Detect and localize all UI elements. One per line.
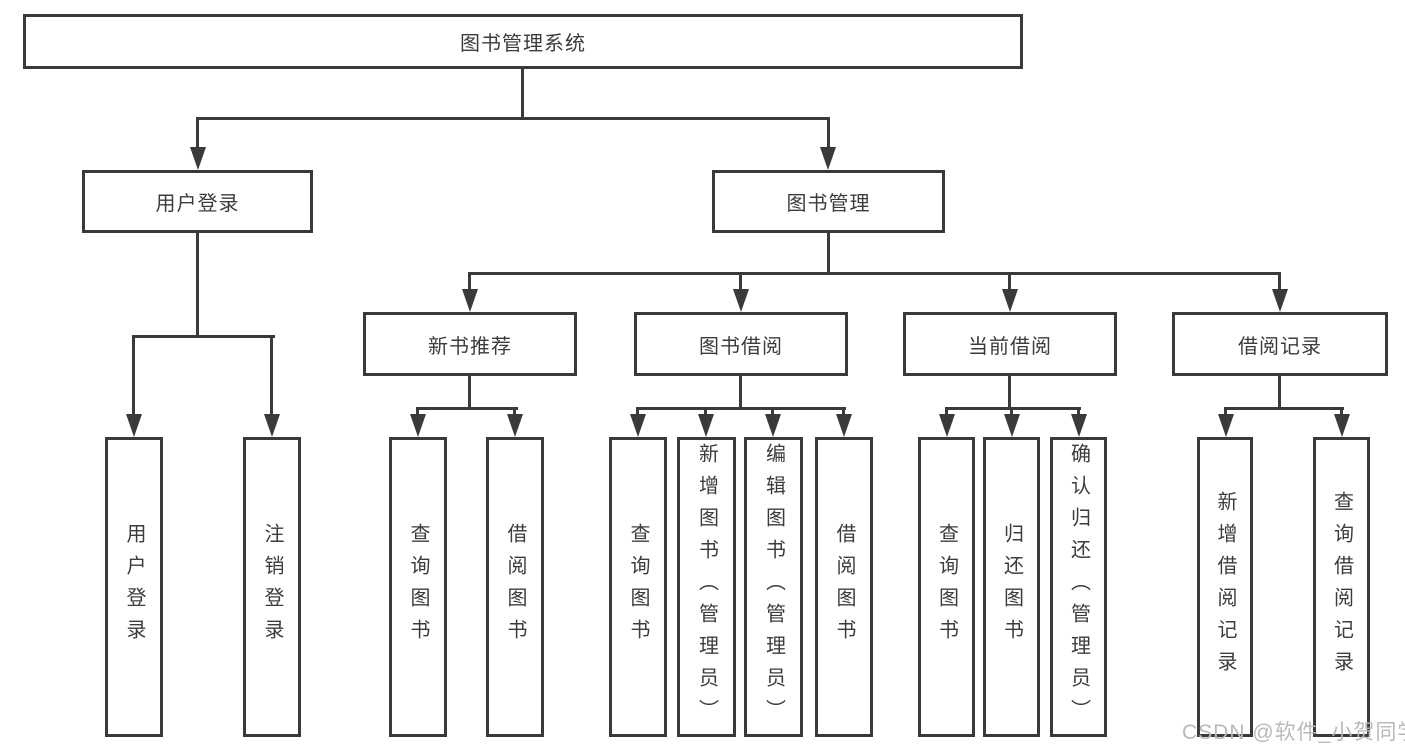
connector-line bbox=[270, 335, 273, 416]
connector-line bbox=[1008, 376, 1011, 409]
csdn-watermark: CSDN @软件_小贺同学 bbox=[1182, 721, 1405, 744]
connector-line bbox=[196, 117, 830, 120]
node-book-management: 图书管理 bbox=[712, 170, 945, 233]
arrow-down-icon bbox=[1004, 414, 1020, 437]
leaf-borrow-books: 借阅图书 bbox=[815, 437, 873, 737]
connector-line bbox=[132, 335, 135, 416]
connector-line bbox=[1278, 272, 1281, 291]
leaf-return-books: 归还图书 bbox=[983, 437, 1040, 737]
connector-line bbox=[636, 407, 639, 416]
connector-line bbox=[827, 117, 830, 149]
arrow-down-icon bbox=[1272, 289, 1288, 312]
arrow-down-icon bbox=[507, 414, 523, 437]
connector-line bbox=[1008, 272, 1011, 291]
connector-line bbox=[416, 407, 518, 410]
arrow-down-icon bbox=[1334, 414, 1350, 437]
connector-line bbox=[196, 117, 199, 149]
connector-line bbox=[1278, 376, 1281, 409]
connector-line bbox=[739, 376, 742, 409]
leaf-add-borrow-record: 新增借阅记录 bbox=[1197, 437, 1253, 737]
arrow-down-icon bbox=[630, 414, 646, 437]
node-borrowing-records: 借阅记录 bbox=[1172, 312, 1388, 376]
arrow-down-icon bbox=[410, 414, 426, 437]
connector-line bbox=[636, 407, 846, 410]
leaf-query-borrow-record: 查询借阅记录 bbox=[1313, 437, 1370, 737]
leaf-confirm-return-admin: 确认归还（管理员） bbox=[1050, 437, 1107, 737]
connector-line bbox=[468, 376, 471, 409]
connector-line bbox=[196, 233, 199, 338]
leaf-borrow-books-recommend: 借阅图书 bbox=[486, 437, 544, 737]
connector-line bbox=[1224, 407, 1344, 410]
connector-line bbox=[739, 272, 742, 291]
leaf-user-login: 用户登录 bbox=[105, 437, 163, 737]
connector-line bbox=[1340, 407, 1343, 416]
connector-line bbox=[704, 407, 707, 416]
node-book-borrowing: 图书借阅 bbox=[634, 312, 848, 376]
arrow-down-icon bbox=[698, 414, 714, 437]
connector-line bbox=[1077, 407, 1080, 416]
arrow-down-icon bbox=[1071, 414, 1087, 437]
connector-line bbox=[468, 272, 1281, 275]
arrow-down-icon bbox=[1002, 289, 1018, 312]
node-library-management-system: 图书管理系统 bbox=[23, 14, 1023, 69]
arrow-down-icon bbox=[765, 414, 781, 437]
arrow-down-icon bbox=[820, 147, 836, 170]
connector-line bbox=[416, 407, 419, 416]
connector-line bbox=[827, 233, 830, 274]
arrow-down-icon bbox=[264, 414, 280, 437]
leaf-add-books-admin: 新增图书（管理员） bbox=[677, 437, 736, 737]
connector-line bbox=[945, 407, 948, 416]
node-current-borrowing: 当前借阅 bbox=[903, 312, 1117, 376]
arrow-down-icon bbox=[733, 289, 749, 312]
arrow-down-icon bbox=[939, 414, 955, 437]
connector-line bbox=[521, 69, 524, 118]
leaf-query-books-borrowing: 查询图书 bbox=[609, 437, 667, 737]
connector-line bbox=[1224, 407, 1227, 416]
connector-line bbox=[1010, 407, 1013, 416]
node-user-login: 用户登录 bbox=[82, 170, 313, 233]
leaf-query-books-current: 查询图书 bbox=[918, 437, 975, 737]
connector-line bbox=[945, 407, 1081, 410]
connector-line bbox=[842, 407, 845, 416]
connector-line bbox=[513, 407, 516, 416]
arrow-down-icon bbox=[126, 414, 142, 437]
arrow-down-icon bbox=[1218, 414, 1234, 437]
arrow-down-icon bbox=[462, 289, 478, 312]
leaf-query-books-recommend: 查询图书 bbox=[389, 437, 447, 737]
connector-line bbox=[132, 335, 275, 338]
node-new-book-recommendation: 新书推荐 bbox=[363, 312, 577, 376]
arrow-down-icon bbox=[836, 414, 852, 437]
leaf-edit-books-admin: 编辑图书（管理员） bbox=[744, 437, 803, 737]
arrow-down-icon bbox=[190, 147, 206, 170]
connector-line bbox=[771, 407, 774, 416]
leaf-logout: 注销登录 bbox=[243, 437, 301, 737]
connector-line bbox=[468, 272, 471, 291]
